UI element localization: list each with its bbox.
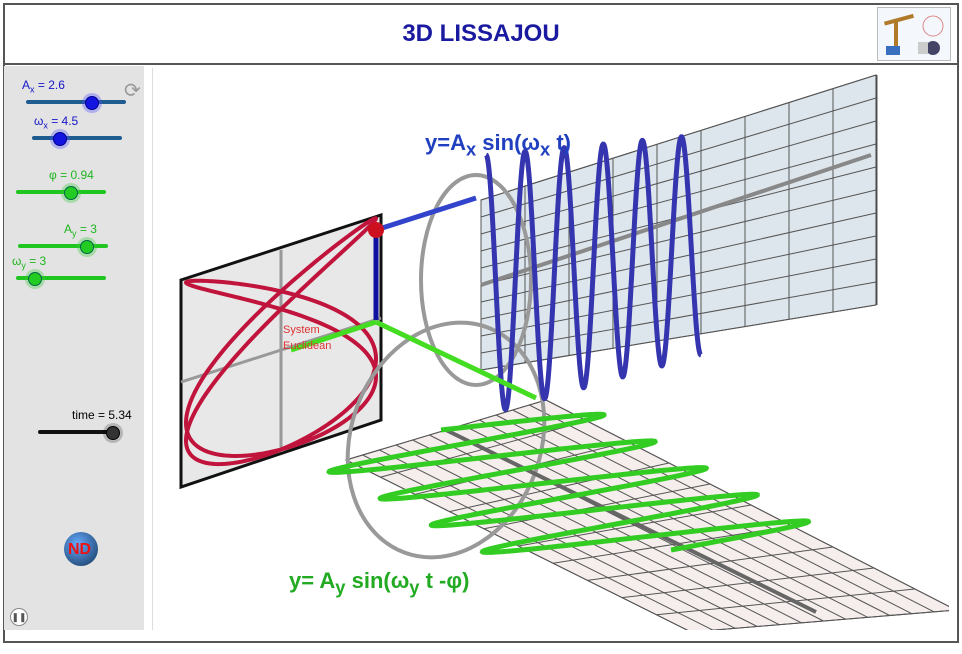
slider-label: ωx = 4.5 <box>34 114 79 131</box>
geometry-tools-logo <box>877 7 951 61</box>
x-wave-curve <box>484 134 703 413</box>
grid-line <box>480 304 877 371</box>
y-wave-curve <box>326 411 812 555</box>
grid-line <box>587 546 834 581</box>
grid-line <box>480 281 877 354</box>
system-label: System <box>283 324 320 336</box>
slider-knob[interactable] <box>79 240 94 254</box>
x-wave-axis <box>480 153 872 287</box>
slider-knob[interactable] <box>28 272 42 286</box>
lissajous-point <box>368 222 384 238</box>
x-phase-circle <box>419 173 533 387</box>
grid-line <box>552 525 793 564</box>
grid-line <box>480 235 877 320</box>
slider-track[interactable] <box>38 430 118 434</box>
x-connector <box>375 195 477 233</box>
grid-line <box>518 504 752 547</box>
grid-line <box>480 258 877 337</box>
slider-knob[interactable] <box>105 426 120 440</box>
slider-track[interactable] <box>16 276 106 280</box>
nd-logo-icon: ND <box>64 532 98 566</box>
grid-line <box>480 189 877 286</box>
x-axis <box>180 316 382 384</box>
grid-line <box>656 588 916 616</box>
grid-line <box>621 567 875 599</box>
slider-label: ωy = 3 <box>12 254 47 271</box>
slider-label: φ = 0.94 <box>49 168 94 182</box>
grid-line <box>480 143 877 252</box>
slider-track[interactable] <box>32 136 122 140</box>
slider-knob[interactable] <box>85 96 99 110</box>
y-projection <box>290 319 377 353</box>
lissajous-curve <box>183 216 379 467</box>
page-title: 3D LISSAJOU <box>5 5 957 65</box>
y-connector <box>374 319 538 401</box>
slider-panel: ⟳ Ax = 2.6 ωx = 4.5 φ = 0.94 Ay = 3 ωy =… <box>4 66 144 630</box>
pause-button[interactable]: ❚❚ <box>10 608 28 626</box>
grid-line <box>480 212 877 303</box>
slider-track[interactable] <box>16 190 106 194</box>
grid-line <box>690 609 957 633</box>
slider-label: time = 5.34 <box>72 408 132 422</box>
slider-track[interactable] <box>26 100 126 104</box>
x-wave-equation: y=Ax sin(ωx t) <box>425 130 571 160</box>
slider-knob[interactable] <box>53 132 67 146</box>
slider-label: Ax = 2.6 <box>22 78 65 95</box>
x-wave-grid-plane <box>480 74 877 371</box>
slider-label: Ay = 3 <box>64 222 97 239</box>
slider-track[interactable] <box>18 244 108 248</box>
refresh-icon[interactable]: ⟳ <box>124 80 141 102</box>
3d-graphics-view[interactable]: y=Ax sin(ωx t) y= Ay sin(ωy t -φ) System… <box>152 68 958 633</box>
euclidean-label: Euclidean <box>283 340 332 352</box>
y-wave-equation: y= Ay sin(ωy t -φ) <box>289 568 470 598</box>
slider-knob[interactable] <box>64 186 78 200</box>
nd-logo-text: ND <box>68 541 92 558</box>
